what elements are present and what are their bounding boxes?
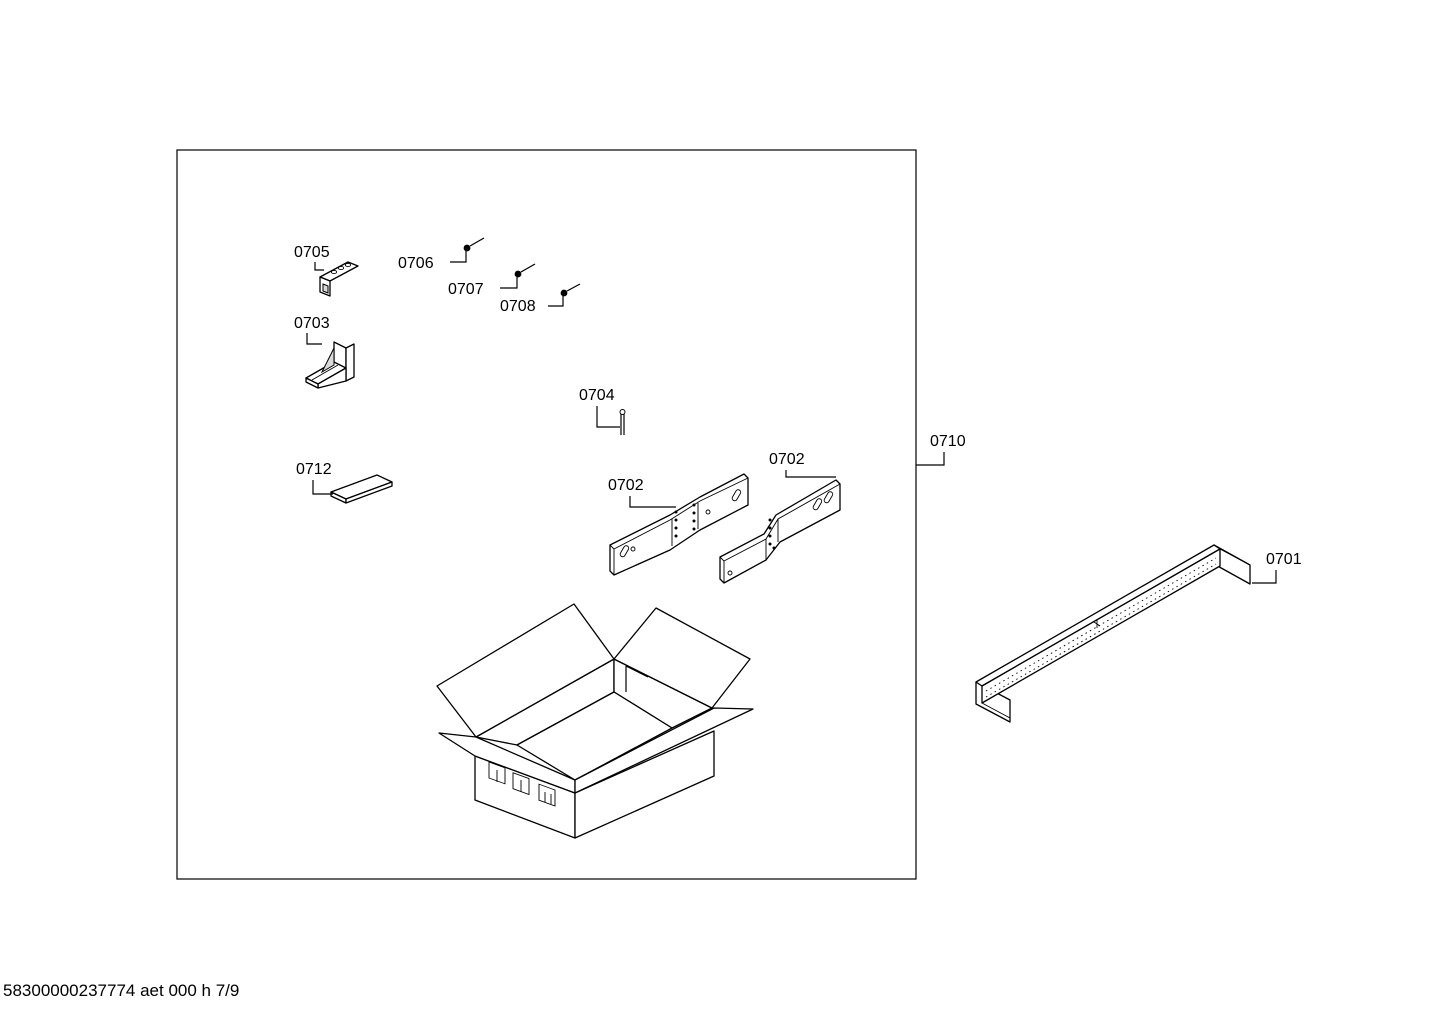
part-0703-angle-bracket[interactable]: [305, 341, 355, 389]
part-0707-screw[interactable]: [514, 263, 536, 278]
callout-0706-label: 0706: [398, 255, 434, 272]
callout-0703-leader: [306, 333, 322, 345]
part-0701-frame[interactable]: [975, 544, 1251, 723]
callout-0702a-label: 0702: [608, 477, 644, 494]
callout-0708-label: 0708: [500, 298, 536, 315]
callout-0707-label: 0707: [448, 281, 484, 298]
part-0702-plate-b[interactable]: [719, 479, 841, 584]
cardboard-box-illustration: [436, 603, 754, 839]
callout-0710-label: 0710: [930, 433, 966, 450]
callout-0706-leader: [450, 250, 467, 263]
part-0705-clip[interactable]: [319, 261, 359, 297]
callout-0712-leader: [312, 480, 333, 495]
document-footer-code: 58300000237774 aet 000 h 7/9: [3, 981, 240, 1000]
callout-0704-label: 0704: [579, 387, 615, 404]
callout-0705-label: 0705: [294, 244, 330, 261]
part-0702-plate-a[interactable]: [609, 473, 749, 576]
callout-0701-leader: [1252, 570, 1277, 584]
callout-0702b-leader: [785, 470, 836, 478]
callout-0701-label: 0701: [1266, 551, 1302, 568]
callout-0702a-leader: [629, 496, 676, 508]
part-0708-screw[interactable]: [560, 283, 581, 297]
callout-0704-leader: [596, 406, 620, 428]
part-0704-pin[interactable]: [619, 409, 626, 436]
part-0706-screw[interactable]: [463, 237, 485, 252]
callout-0705-leader: [314, 262, 324, 271]
callout-0710-leader: [916, 452, 945, 466]
kit-frame: [176, 149, 917, 880]
part-0712-pad[interactable]: [330, 474, 393, 504]
callout-0708-leader: [548, 296, 564, 307]
callout-0702b-label: 0702: [769, 451, 805, 468]
callout-0712-label: 0712: [296, 461, 332, 478]
callout-0707-leader: [500, 277, 518, 289]
callout-0703-label: 0703: [294, 315, 330, 332]
